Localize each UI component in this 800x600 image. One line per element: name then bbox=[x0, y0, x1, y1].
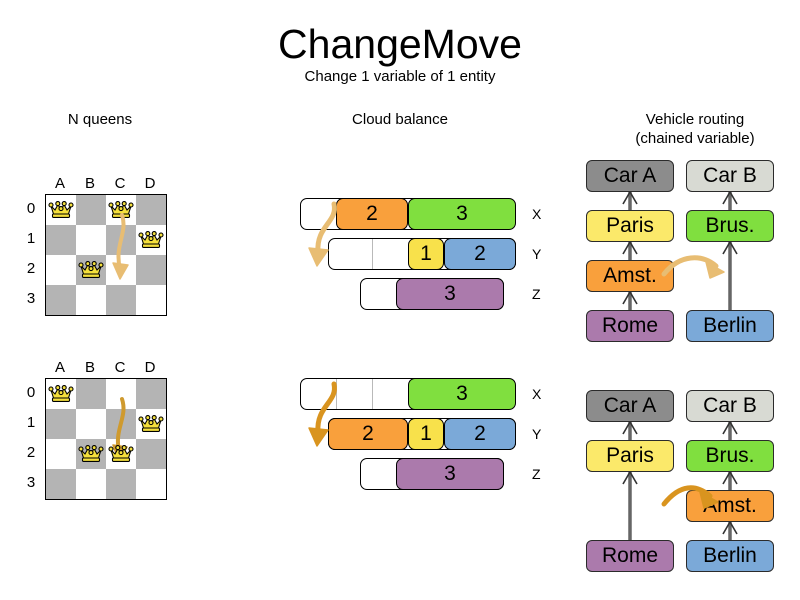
board-cell-b3[interactable] bbox=[76, 469, 106, 499]
cloud-process-2-orange[interactable]: 2 bbox=[328, 418, 408, 450]
board-col-label-a: A bbox=[54, 359, 65, 376]
board-col-label-c: C bbox=[114, 359, 126, 376]
vr-box-berlin[interactable]: Berlin bbox=[686, 310, 774, 342]
board-col-label-d: D bbox=[144, 175, 156, 192]
vehicle-routing-after: Car A Car B Paris Brus. Amst. Rome Berli… bbox=[580, 386, 780, 576]
queen-icon[interactable] bbox=[108, 199, 134, 221]
vr-box-rome[interactable]: Rome bbox=[586, 540, 674, 572]
vehicle-routing-before: Car A Car B Paris Brus. Amst. Rome Berli… bbox=[580, 156, 780, 346]
vr-box-paris[interactable]: Paris bbox=[586, 210, 674, 242]
board-cell-b1[interactable] bbox=[76, 225, 106, 255]
vr-box-car-b[interactable]: Car B bbox=[686, 160, 774, 192]
cloud-row-label-x: X bbox=[532, 386, 542, 402]
page-title: ChangeMove bbox=[278, 21, 522, 67]
vr-box-amsterdam[interactable]: Amst. bbox=[586, 260, 674, 292]
queen-icon[interactable] bbox=[78, 443, 104, 465]
cloud-process-2-blue[interactable]: 2 bbox=[444, 238, 516, 270]
cloud-row-y: 1 2 Y bbox=[328, 238, 541, 270]
board-cell-d3[interactable] bbox=[136, 469, 166, 499]
board-cell-d2[interactable] bbox=[136, 255, 166, 285]
section-title-nqueens: N queens bbox=[67, 111, 133, 128]
vr-box-car-b[interactable]: Car B bbox=[686, 390, 774, 422]
cloud-process-2-orange[interactable]: 2 bbox=[336, 198, 408, 230]
vr-move-arrow-icon bbox=[661, 485, 719, 509]
queen-icon[interactable] bbox=[108, 443, 134, 465]
cloud-process-1-yellow[interactable]: 1 bbox=[408, 418, 444, 450]
board-cell-a1[interactable] bbox=[46, 409, 76, 439]
cloud-row-label-y: Y bbox=[532, 426, 542, 442]
board-cell-b0[interactable] bbox=[76, 195, 106, 225]
board-cell-d2[interactable] bbox=[136, 439, 166, 469]
board-col-label-c: C bbox=[114, 175, 126, 192]
nqueens-board-after: A B C D 0 1 2 3 bbox=[20, 360, 170, 520]
cloud-row-label-y: Y bbox=[532, 246, 542, 262]
board-cell-d0[interactable] bbox=[136, 195, 166, 225]
cloud-row-label-z: Z bbox=[532, 286, 541, 302]
nqueens-board-before: A B C D 0 1 2 3 bbox=[20, 176, 170, 336]
cloud-move-arrow-icon bbox=[304, 380, 354, 458]
section-title-vehicle-routing: Vehicle routing (chained variable) bbox=[600, 110, 790, 148]
queen-icon[interactable] bbox=[48, 383, 74, 405]
board-col-label-d: D bbox=[144, 359, 156, 376]
cloud-process-3-green[interactable]: 3 bbox=[408, 378, 516, 410]
section-title-vehicle-routing-line1: Vehicle routing bbox=[645, 111, 745, 128]
vr-box-rome[interactable]: Rome bbox=[586, 310, 674, 342]
cloud-process-3-purple[interactable]: 3 bbox=[396, 458, 504, 490]
board-row-label-0: 0 bbox=[26, 384, 36, 401]
board-col-label-b: B bbox=[84, 175, 95, 192]
cloud-row-z: 3 Z bbox=[360, 278, 541, 310]
board-row-label-3: 3 bbox=[26, 474, 36, 491]
section-title-vehicle-routing-line2: (chained variable) bbox=[635, 130, 755, 147]
board-row-label-3: 3 bbox=[26, 290, 36, 307]
vr-box-car-a[interactable]: Car A bbox=[586, 160, 674, 192]
board-cell-a1[interactable] bbox=[46, 225, 76, 255]
cloud-row-y: 2 1 2 Y bbox=[328, 418, 541, 450]
queen-icon[interactable] bbox=[138, 229, 164, 251]
board-cell-d3[interactable] bbox=[136, 285, 166, 315]
section-title-cloud-balance: Cloud balance bbox=[352, 111, 448, 128]
cloud-balance-after: 3 X 2 1 2 Y 3 Z bbox=[300, 378, 541, 494]
board-cell-b1[interactable] bbox=[76, 409, 106, 439]
nqueens-move-arrow-icon bbox=[104, 211, 144, 291]
board-cell-a2[interactable] bbox=[46, 255, 76, 285]
board-row-label-2: 2 bbox=[26, 260, 36, 277]
board-row-label-1: 1 bbox=[26, 230, 36, 247]
board-cell-c3[interactable] bbox=[106, 285, 136, 315]
board-cell-c3[interactable] bbox=[106, 469, 136, 499]
cloud-row-label-x: X bbox=[532, 206, 542, 222]
board-cell-a3[interactable] bbox=[46, 469, 76, 499]
board-col-label-b: B bbox=[84, 359, 95, 376]
page-subtitle: Change 1 variable of 1 entity bbox=[304, 68, 496, 85]
board-col-label-a: A bbox=[54, 175, 65, 192]
cloud-process-1-yellow[interactable]: 1 bbox=[408, 238, 444, 270]
board-row-label-0: 0 bbox=[26, 200, 36, 217]
queen-icon[interactable] bbox=[48, 199, 74, 221]
board-cell-b3[interactable] bbox=[76, 285, 106, 315]
cloud-process-3-purple[interactable]: 3 bbox=[396, 278, 504, 310]
board-cell-d0[interactable] bbox=[136, 379, 166, 409]
cloud-move-arrow-icon bbox=[304, 200, 354, 278]
vr-box-berlin[interactable]: Berlin bbox=[686, 540, 774, 572]
vr-box-brussels[interactable]: Brus. bbox=[686, 210, 774, 242]
cloud-row-z: 3 Z bbox=[360, 458, 541, 490]
queen-icon[interactable] bbox=[138, 413, 164, 435]
vr-box-brussels[interactable]: Brus. bbox=[686, 440, 774, 472]
vr-move-arrow-icon bbox=[661, 255, 725, 279]
cloud-process-2-blue[interactable]: 2 bbox=[444, 418, 516, 450]
board-cell-b0[interactable] bbox=[76, 379, 106, 409]
queen-icon[interactable] bbox=[78, 259, 104, 281]
board-row-label-1: 1 bbox=[26, 414, 36, 431]
board-cell-c0[interactable] bbox=[106, 379, 136, 409]
board-row-label-2: 2 bbox=[26, 444, 36, 461]
board-cell-a3[interactable] bbox=[46, 285, 76, 315]
cloud-row-label-z: Z bbox=[532, 466, 541, 482]
vr-box-paris[interactable]: Paris bbox=[586, 440, 674, 472]
board-cell-a2[interactable] bbox=[46, 439, 76, 469]
cloud-process-3-green[interactable]: 3 bbox=[408, 198, 516, 230]
chessboard-grid-after bbox=[45, 378, 167, 500]
chessboard-grid-before bbox=[45, 194, 167, 316]
vr-box-car-a[interactable]: Car A bbox=[586, 390, 674, 422]
cloud-balance-before: 2 3 X 1 2 Y 3 Z bbox=[300, 198, 541, 314]
